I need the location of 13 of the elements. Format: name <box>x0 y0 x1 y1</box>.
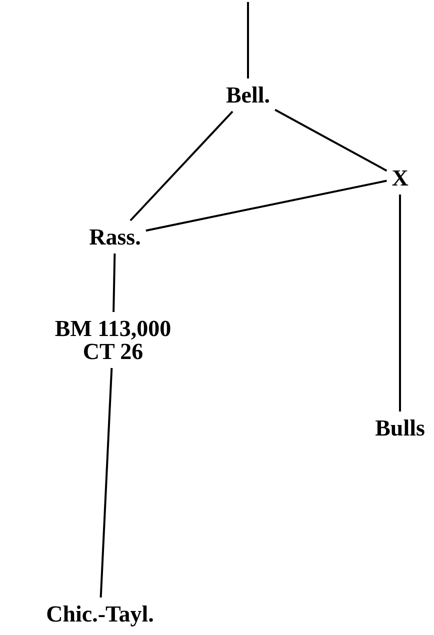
node-label: Bell. <box>226 84 270 106</box>
node-label: Bulls <box>375 416 425 440</box>
connector-line <box>146 180 387 232</box>
node-label: BM 113,000 CT 26 <box>38 317 188 363</box>
connector-line <box>399 194 401 412</box>
connector-line <box>112 253 116 312</box>
connector-line <box>130 110 234 222</box>
node-label: Chic.-Tayl. <box>46 602 154 626</box>
connector-line <box>100 368 113 598</box>
node-label: X <box>392 166 408 190</box>
connector-line <box>274 108 388 172</box>
connector-line <box>247 2 249 78</box>
node-label: Rass. <box>89 226 141 248</box>
